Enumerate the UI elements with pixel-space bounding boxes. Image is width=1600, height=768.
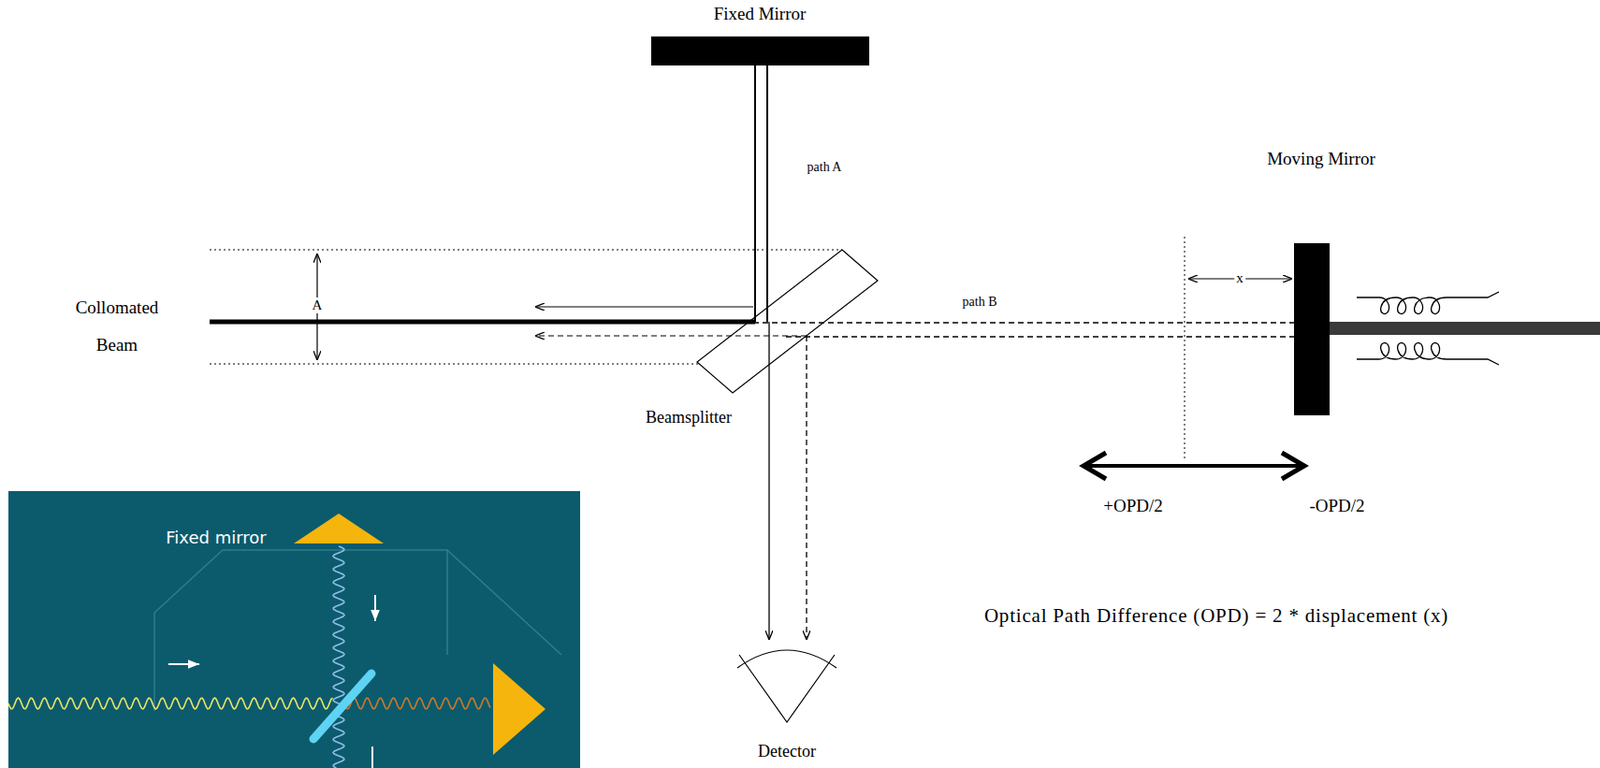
part-label: Beamsplitter	[645, 408, 732, 428]
beamsplitter-plate	[697, 249, 878, 393]
beam-edge	[209, 363, 700, 365]
inset-illustration	[8, 491, 581, 768]
detector-symbol	[735, 640, 839, 727]
travel-arrow-head	[1083, 452, 1106, 480]
beamsplitter: Beamsplitter	[697, 249, 878, 393]
beam-line	[766, 65, 769, 250]
travel-label: +OPD/2	[1103, 496, 1164, 517]
return-beam	[535, 305, 754, 307]
travel-arrow	[1083, 464, 1305, 468]
dimension-label: A	[310, 297, 325, 314]
drive-coil	[1356, 291, 1499, 314]
beam-label: Collomated Beam	[60, 289, 174, 364]
beam-connector	[755, 65, 768, 250]
inset-label: Fixed mirror	[165, 528, 266, 548]
beam-path	[785, 335, 878, 338]
detector-window	[737, 650, 837, 669]
formula-note: Optical Path Difference (OPD) = 2 * disp…	[984, 605, 1449, 627]
beam-connector	[877, 322, 1295, 337]
moving-mirror-prism	[493, 663, 546, 756]
beam-line	[877, 335, 1295, 338]
inset-arrow	[371, 746, 374, 768]
beam-line	[768, 392, 770, 640]
light-wave	[333, 546, 345, 768]
beam-path	[768, 321, 770, 393]
light-wave	[344, 698, 491, 710]
collimated-beam	[209, 320, 756, 325]
travel-arrow-head	[1281, 452, 1305, 480]
fixed-mirror-prism	[293, 513, 384, 544]
beam-connector	[769, 392, 807, 640]
inset-panel	[8, 491, 581, 768]
moving-mirror: Moving Mirror	[1294, 243, 1330, 416]
light-wave	[8, 698, 334, 710]
dimension-label: x	[1234, 270, 1246, 287]
beam-line	[805, 392, 807, 640]
path-label: path B	[960, 294, 1000, 309]
part-label: Fixed Mirror	[713, 4, 807, 25]
reference-line	[1184, 236, 1186, 460]
inset-outline	[447, 550, 562, 655]
inset-arrow	[168, 663, 200, 666]
part-label: Moving Mirror	[1266, 149, 1376, 170]
travel-label: -OPD/2	[1309, 496, 1365, 517]
beam-line	[877, 321, 1295, 324]
path-label: path A	[805, 160, 844, 175]
beamsplitter-outline	[697, 249, 878, 393]
inset-beamsplitter	[313, 673, 372, 740]
beam-path	[766, 249, 769, 322]
fixed-mirror: Fixed Mirror	[651, 36, 870, 66]
beam-path	[805, 335, 807, 393]
inset-outline	[153, 612, 156, 712]
detector: Detector	[735, 640, 839, 727]
inset-arrow	[374, 595, 377, 622]
inset-outline	[154, 550, 448, 655]
beam-line	[754, 65, 757, 250]
beam-path	[754, 249, 757, 322]
drive-coil	[1356, 343, 1499, 365]
detector-cone	[739, 654, 835, 723]
beam-edge	[209, 249, 843, 251]
return-beam	[535, 334, 807, 336]
part-label: Detector	[757, 742, 816, 762]
drive-rod	[1329, 321, 1600, 335]
beam-path	[753, 321, 878, 324]
